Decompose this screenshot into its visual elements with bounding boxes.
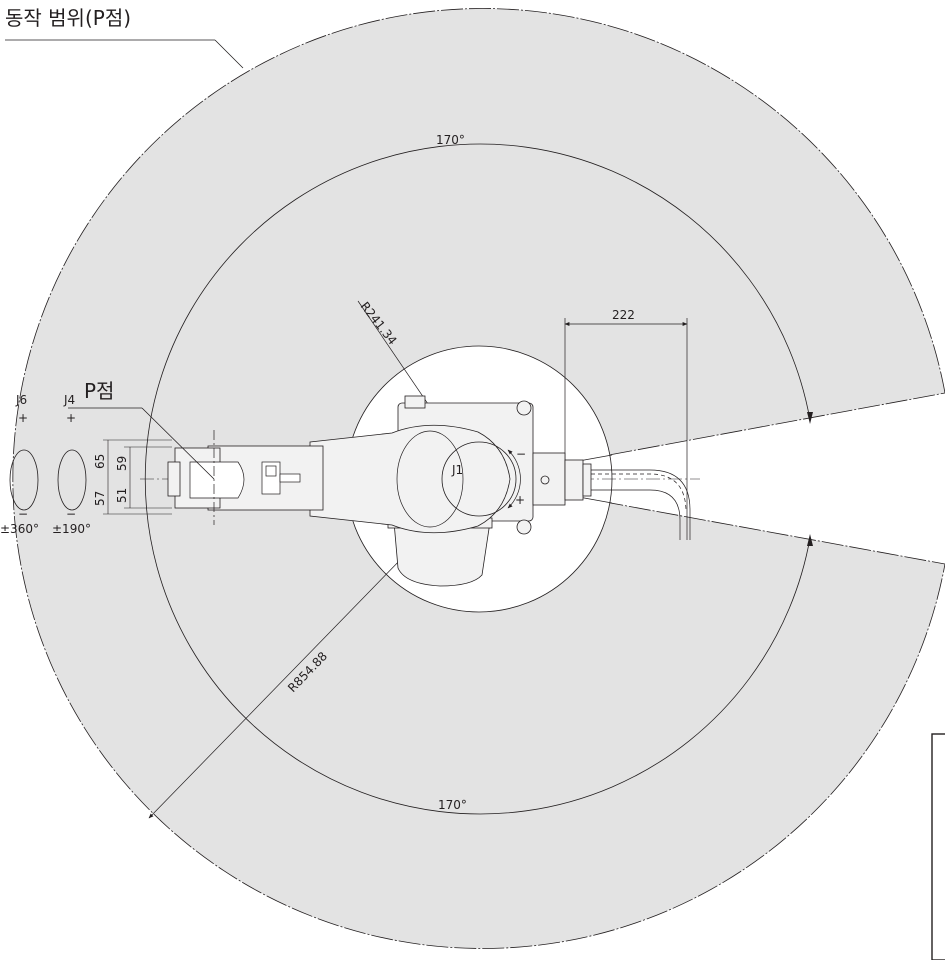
j1-axis-circle: [441, 441, 517, 517]
j1-plus: +: [515, 493, 525, 507]
j6-plus: +: [18, 411, 28, 425]
arm-lower-housing: [393, 521, 491, 587]
arm-dim-59: 59: [115, 456, 129, 471]
arm-dim-57: 57: [93, 491, 107, 506]
j4-rotation-icon: [57, 449, 87, 511]
arm-dim-65: 65: [93, 454, 107, 469]
arc-arrow-bottom: [807, 534, 813, 546]
j6-label: J6: [15, 393, 27, 407]
corner-box: [931, 733, 945, 960]
j4-label: J4: [63, 393, 75, 407]
cable-outline: [591, 469, 691, 540]
p-point-leader-diag: [141, 407, 215, 480]
arm-link-2-cover: [396, 430, 464, 528]
wrist-flange: [167, 461, 181, 497]
diagram-title: 동작 범위(P점): [5, 6, 131, 30]
j1-rotation-arc: [507, 449, 521, 509]
angle-label-upper: 170°: [436, 133, 465, 147]
j6-range: ±360°: [0, 522, 39, 536]
wrist-cover: [189, 461, 245, 499]
arm-link-2: [309, 424, 511, 534]
title-leader-diag: [214, 39, 244, 69]
angle-label-lower: 170°: [438, 798, 467, 812]
j4-minus: −: [66, 507, 76, 521]
j4-range: ±190°: [52, 522, 91, 536]
motor-valve-block: [261, 461, 301, 495]
arm-dimension-lines: [103, 439, 172, 515]
j6-rotation-icon: [9, 449, 39, 511]
p-point-label: P점: [84, 379, 114, 403]
j6-minus: −: [18, 507, 28, 521]
j1-label: J1: [451, 463, 463, 477]
j1-minus: −: [516, 447, 526, 461]
arc-arrow-top: [807, 412, 813, 424]
j4-plus: +: [66, 411, 76, 425]
offset-dim-label: 222: [612, 308, 635, 322]
arm-dim-51: 51: [115, 488, 129, 503]
